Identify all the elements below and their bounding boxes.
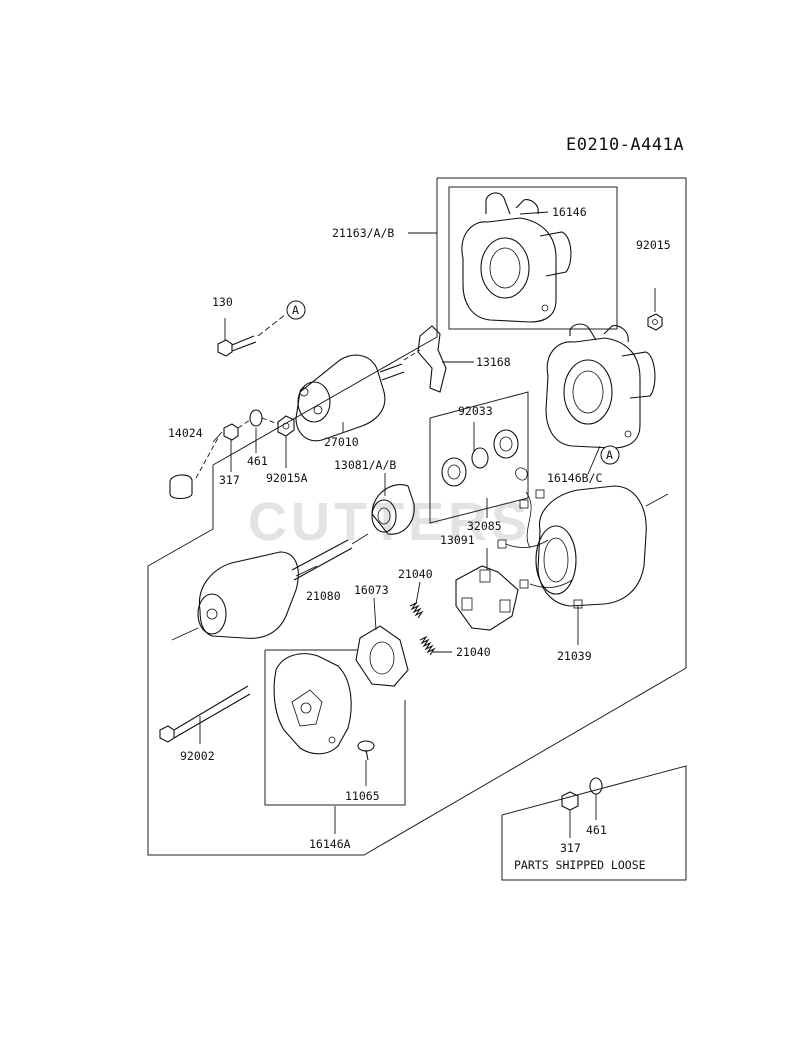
leader-lines (199, 211, 656, 838)
label-461-loose: 461 (586, 823, 607, 837)
label-21163: 21163/A/B (332, 226, 394, 240)
label-21080: 21080 (306, 589, 341, 603)
clutch-13081 (371, 484, 415, 535)
nut-317 (223, 423, 239, 441)
label-13168: 13168 (476, 355, 511, 369)
label-317-loose: 317 (560, 841, 581, 855)
label-13091: 13091 (440, 533, 475, 547)
diagram-code: E0210-A441A (566, 135, 684, 155)
inset-box-92033 (429, 391, 529, 524)
nut-317-loose (561, 791, 579, 811)
nut-92015a (277, 415, 295, 437)
end-cover-16146a (273, 653, 352, 755)
spring-21040-b (419, 635, 436, 656)
label-130: 130 (212, 295, 233, 309)
washer-461 (249, 409, 263, 427)
yoke-32085 (497, 467, 669, 609)
collar-92033 (441, 457, 467, 487)
drive-housing-inset (461, 192, 572, 323)
label-92002: 92002 (180, 749, 215, 763)
label-92033: 92033 (458, 404, 493, 418)
label-16073: 16073 (354, 583, 389, 597)
label-21040-b: 21040 (456, 645, 491, 659)
screw-11065 (357, 740, 375, 761)
label-16146bc: 16146B/C (547, 471, 602, 485)
stop-ring (493, 429, 519, 459)
label-21039: 21039 (557, 649, 592, 663)
label-13081: 13081/A/B (334, 458, 396, 472)
clip-92033 (471, 447, 489, 469)
label-11065: 11065 (345, 789, 380, 803)
washer-461-loose (589, 777, 603, 795)
loose-parts-box (501, 765, 687, 881)
lever-13168 (417, 325, 447, 393)
callout-a-marker-2 (600, 445, 620, 465)
label-14024: 14024 (168, 426, 203, 440)
brush-holder-13091 (455, 565, 519, 631)
label-16146a: 16146A (309, 837, 351, 851)
through-bolt-92002 (159, 685, 251, 743)
label-461: 461 (247, 454, 268, 468)
label-16146: 16146 (552, 205, 587, 219)
spring-21040-a (409, 601, 424, 619)
label-32085: 32085 (467, 519, 502, 533)
label-92015: 92015 (636, 238, 671, 252)
bolt-130 (217, 335, 257, 357)
inset-box-16146 (448, 186, 618, 330)
plate-16073 (355, 625, 409, 687)
solenoid-27010 (295, 354, 405, 442)
drive-housing (545, 323, 656, 449)
cap-14024 (169, 474, 193, 500)
label-27010: 27010 (324, 435, 359, 449)
loose-parts-caption: PARTS SHIPPED LOOSE (514, 858, 646, 872)
callout-a-marker-1 (286, 300, 306, 320)
label-21040-a: 21040 (398, 567, 433, 581)
nut-92015 (647, 313, 663, 331)
label-317: 317 (219, 473, 240, 487)
callout-a-text-1: A (292, 303, 299, 317)
label-92015a: 92015A (266, 471, 308, 485)
callout-a-text-2: A (606, 448, 613, 462)
armature-21080 (171, 533, 369, 641)
assembly-frame (147, 177, 687, 856)
inset-box-16146a (264, 650, 406, 806)
